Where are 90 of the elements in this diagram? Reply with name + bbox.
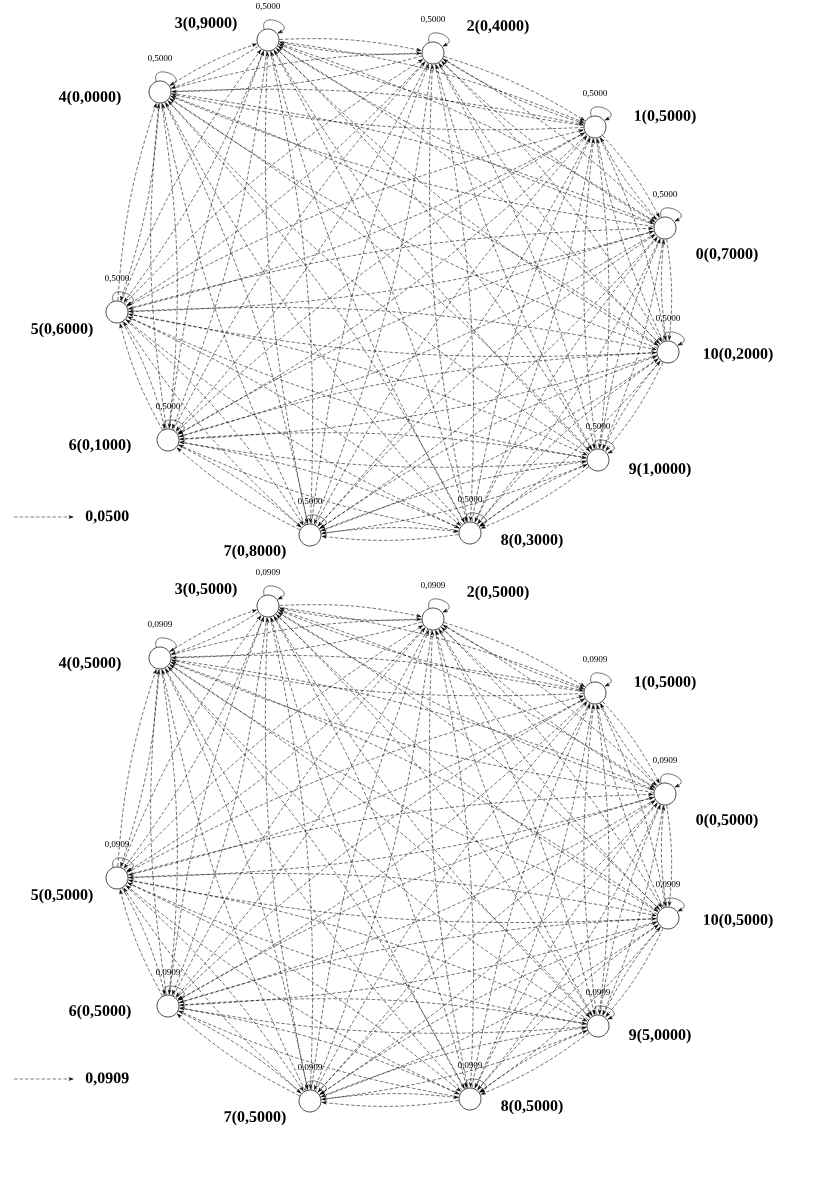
node-label: 5(0,5000) xyxy=(31,888,93,904)
node-label: 1(0,5000) xyxy=(634,675,696,691)
node-label: 4(0,0000) xyxy=(58,90,121,106)
self-loop-arrow xyxy=(590,672,612,687)
arrow xyxy=(596,137,610,449)
self-loop-arrow xyxy=(112,857,134,872)
node-label: 7(0,5000) xyxy=(224,1110,286,1126)
arrow xyxy=(661,239,667,342)
self-loop-arrow xyxy=(112,291,134,306)
edge-label: 0,0909 xyxy=(104,840,129,849)
edge-label: 0,5000 xyxy=(104,274,130,283)
edge-label: 0,5000 xyxy=(458,495,483,504)
edge-label: 0,0909 xyxy=(255,568,280,577)
self-loop-arrow xyxy=(305,514,327,529)
edge-label: 0,0909 xyxy=(656,880,680,889)
self-loop-arrow xyxy=(465,1078,487,1093)
arrow xyxy=(666,804,672,907)
edge-label: 0,5000 xyxy=(255,2,281,11)
self-loop-arrow xyxy=(263,585,285,600)
self-loop-arrow xyxy=(593,439,615,454)
edge-label: 0,0909 xyxy=(421,581,445,590)
self-loop-arrow xyxy=(163,985,185,1000)
node-label: 2(0,4000) xyxy=(467,19,529,35)
edge-label: 0,0909 xyxy=(586,988,610,997)
node-label: 1(0,5000) xyxy=(634,109,696,125)
node-label: 4(0,5000) xyxy=(58,656,121,672)
arrow xyxy=(179,432,587,459)
edge-label: 0,5000 xyxy=(147,54,173,63)
self-loop-arrow xyxy=(155,637,177,652)
arrow xyxy=(666,238,672,341)
edge-label: 0,0909 xyxy=(583,655,607,664)
self-loop-arrow xyxy=(155,71,177,86)
edge-label: 0,5000 xyxy=(297,497,323,506)
self-loop-arrow xyxy=(593,1005,615,1020)
self-loop-arrow xyxy=(305,1080,327,1095)
arrow xyxy=(179,998,587,1025)
arrow xyxy=(128,307,657,351)
edge-label: 0,0909 xyxy=(458,1061,482,1070)
arrow xyxy=(161,668,178,995)
arrow xyxy=(583,704,597,1016)
self-loop-arrow xyxy=(263,19,285,34)
edge-label: 0,0909 xyxy=(653,756,677,765)
node-label: 0(0,5000) xyxy=(696,813,758,829)
arrow xyxy=(128,879,657,923)
self-loop-arrow xyxy=(660,773,682,788)
arrow xyxy=(321,1100,460,1107)
edge-label: 0,5000 xyxy=(583,89,608,98)
edge-label: 0,5000 xyxy=(155,402,181,411)
arrow xyxy=(128,873,657,917)
edge-label: 0,0909 xyxy=(297,1063,322,1072)
arrow xyxy=(179,1007,587,1034)
node-label: 3(0,5000) xyxy=(175,582,237,598)
self-loop-arrow xyxy=(590,106,612,121)
node-label: 2(0,5000) xyxy=(467,585,529,601)
legend-label: 0,0500 xyxy=(85,510,129,524)
self-loop-arrow xyxy=(163,419,185,434)
arrow xyxy=(596,703,610,1015)
node-label: 8(0,3000) xyxy=(501,533,563,549)
self-loop-arrow xyxy=(660,207,682,222)
node-label: 0(0,7000) xyxy=(696,247,758,263)
self-loop-arrow xyxy=(428,598,450,613)
arrow xyxy=(128,313,657,357)
arrow xyxy=(321,534,460,541)
arrow xyxy=(161,102,178,429)
self-loop-arrow xyxy=(428,32,450,47)
legend-label: 0,0909 xyxy=(85,1072,129,1086)
node-label: 7(0,8000) xyxy=(224,544,286,560)
node-label: 6(0,1000) xyxy=(69,438,131,454)
self-loop-arrow xyxy=(663,897,685,912)
node-label: 3(0,9000) xyxy=(175,16,237,32)
node-label: 6(0,5000) xyxy=(69,1004,131,1020)
node-label: 5(0,6000) xyxy=(31,322,93,338)
arrow xyxy=(150,103,167,430)
edge-label: 0,5000 xyxy=(586,422,611,431)
edge-label: 0,0909 xyxy=(155,968,180,977)
edge-label: 0,5000 xyxy=(653,190,678,199)
node-label: 9(1,0000) xyxy=(629,462,691,478)
node-label: 8(0,5000) xyxy=(501,1099,563,1115)
arrow xyxy=(583,138,597,449)
edge-label: 0,5000 xyxy=(421,15,446,24)
node-label: 9(5,0000) xyxy=(629,1028,691,1044)
self-loop-arrow xyxy=(465,512,487,527)
arrow xyxy=(179,441,587,468)
arrow xyxy=(661,805,667,908)
self-loop-arrow xyxy=(663,331,685,346)
arrow xyxy=(150,669,167,996)
edge-label: 0,0909 xyxy=(147,620,172,629)
edge-label: 0,5000 xyxy=(656,314,681,323)
node-label: 10(0,2000) xyxy=(703,347,773,363)
node-label: 10(0,5000) xyxy=(703,913,773,929)
